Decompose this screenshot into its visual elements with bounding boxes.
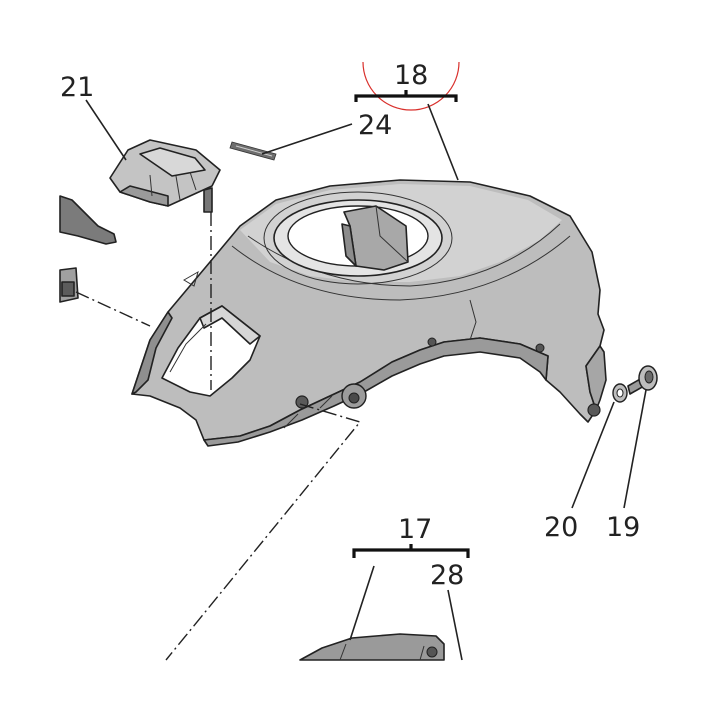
- part-18-tank-cover: [131, 179, 607, 447]
- callout-17: 17: [398, 514, 432, 545]
- bracket-18: [354, 90, 458, 102]
- part-24-strip: [229, 141, 277, 161]
- callout-19: 19: [606, 512, 640, 543]
- part-19-screw: [627, 365, 658, 395]
- part-21-housing: [109, 139, 221, 213]
- assembly-line-lower: [165, 403, 362, 661]
- callout-20: 20: [544, 512, 578, 543]
- callout-24: 24: [358, 110, 392, 141]
- callout-18: 18: [394, 60, 428, 91]
- left-bracket-part: [59, 195, 117, 303]
- bracket-17: [352, 544, 470, 558]
- part-20-washer: [612, 383, 628, 403]
- assembly-line-left: [75, 291, 151, 327]
- part-17-lower-cover: [299, 633, 445, 661]
- callout-21: 21: [60, 72, 94, 103]
- callout-28: 28: [430, 560, 464, 591]
- highlight-circle-icon: [362, 61, 460, 111]
